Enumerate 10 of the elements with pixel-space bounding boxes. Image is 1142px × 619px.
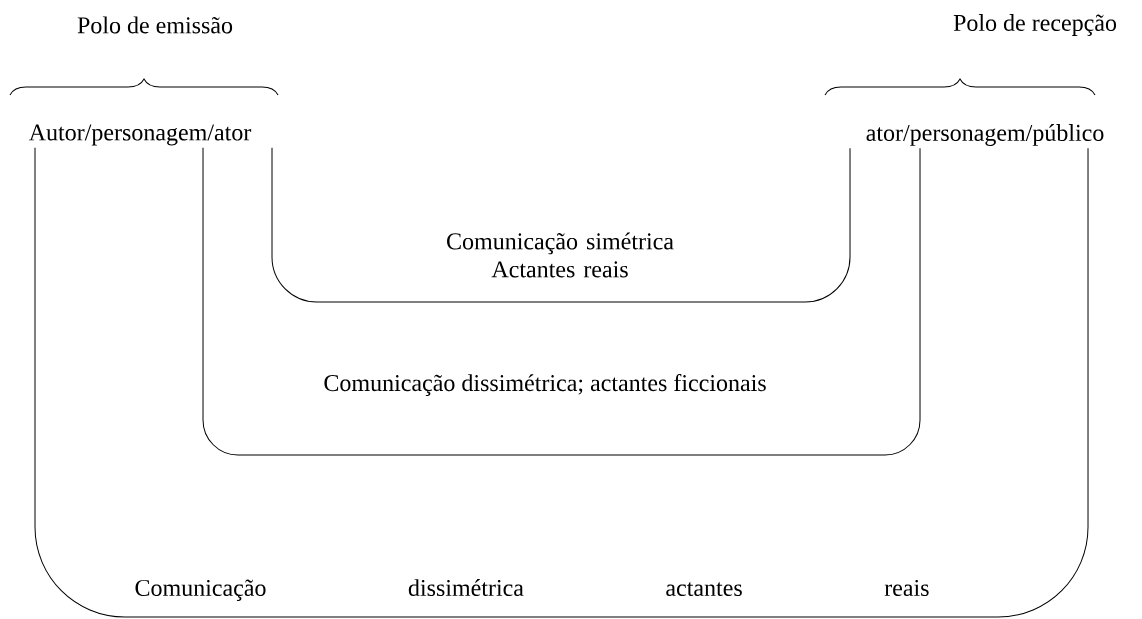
text-label: ator/personagem/público	[866, 124, 1104, 146]
bracket-line	[271, 147, 851, 303]
edge-label: Comunicação dissimétrica; actantes ficcionais	[324, 374, 766, 396]
bracket-line	[202, 147, 921, 456]
bracket-line	[34, 147, 1089, 618]
edge-label: Comunicação simétrica Actantes reais	[447, 232, 674, 278]
text-label: Polo de recepção	[953, 14, 1117, 36]
text-label: Polo de emissão	[77, 16, 233, 34]
text-label: Autor/personagem/ator	[28, 124, 252, 146]
edge-label: Comunicação dissimétrica actantes reais	[135, 579, 929, 601]
